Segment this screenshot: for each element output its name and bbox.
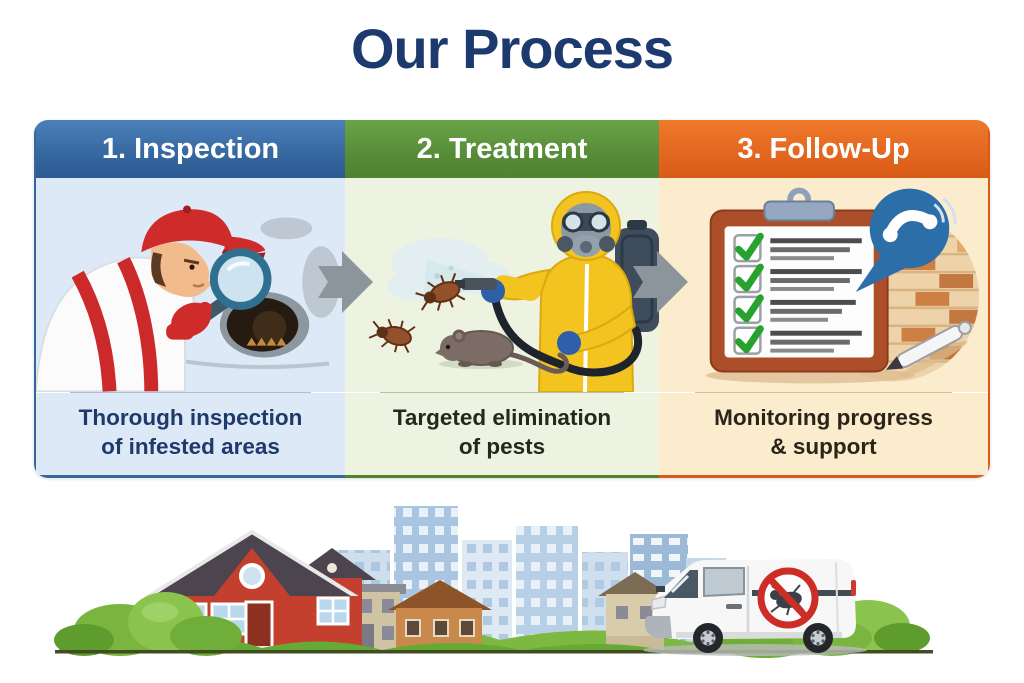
panel-divider [69,392,311,393]
no-pests-crossed-circle-icon [757,567,819,629]
caption-line: Thorough inspection [78,405,303,430]
treatment-caption: Targeted elimination of pests [345,393,659,475]
ground-line [55,650,933,654]
pest-control-van-icon [643,559,867,656]
pest-beetle [415,273,466,311]
pen-icon [885,320,972,378]
checklist-phone-call-icon [705,187,980,384]
step-header-follow-up: 3. Follow-Up [659,120,988,178]
pest-rat [435,329,570,374]
hazmat-sprayer-technician-icon [368,191,659,392]
magnifying-glass-icon [193,248,272,326]
inspector [36,205,272,392]
green-bushes-icon [54,592,242,656]
caption-line: & support [770,433,877,459]
right-arrow-icon [318,251,373,313]
process-card: 1. Inspection [34,120,990,478]
follow-up-illustration [659,178,988,392]
spray-nozzle [461,278,497,290]
caption-line: Targeted elimination [392,405,612,430]
step-column-treatment: 2. Treatment [345,120,659,478]
grass-mid [55,637,920,652]
step-column-inspection: 1. Inspection [34,120,345,478]
inspection-caption: Thorough inspection of infested areas [36,393,345,475]
pest-beetle [368,318,416,354]
phone-call-bubble-icon [855,188,957,292]
step-column-follow-up: 3. Follow-Up [659,120,990,478]
caption-line: of pests [458,433,546,459]
van-wheel [803,623,833,653]
wall-hole-with-rodent [219,291,310,358]
inspection-illustration [36,178,345,392]
page-title: Our Process [350,17,674,80]
treatment-illustration [345,178,659,392]
right-arrow-icon [633,251,688,313]
panel-divider [379,392,625,393]
step-header-inspection: 1. Inspection [36,120,345,178]
inspector-magnifying-glass-icon [36,205,341,392]
step-header-treatment: 2. Treatment [345,120,659,178]
panel-divider [695,392,952,393]
van-wheel [693,623,723,653]
red-glove [166,301,212,340]
caption-line: Monitoring progress [714,405,933,430]
caption-line: of infested areas [101,433,280,459]
follow-up-caption: Monitoring progress & support [659,393,988,475]
checklist-clipboard [709,187,889,373]
neighborhood-scene [54,506,933,658]
checklist-rows [733,232,862,355]
